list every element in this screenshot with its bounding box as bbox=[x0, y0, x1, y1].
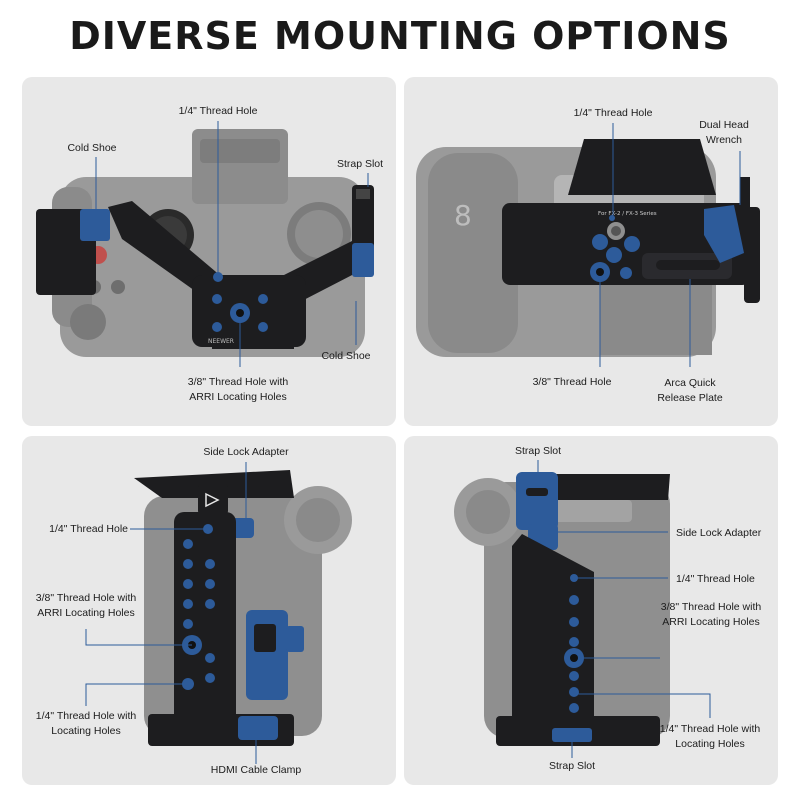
panel-right-side: Strap Slot Side Lock Adapter 1/4" Thread… bbox=[404, 436, 778, 785]
label-locating-holes-line1: 1/4" Thread Hole with bbox=[659, 723, 761, 735]
top-view-illustration: NEEWER bbox=[36, 121, 374, 367]
label-cold-shoe-left: Cold Shoe bbox=[67, 142, 117, 154]
label-38-thread-hole-line1: 3/8" Thread Hole with bbox=[660, 601, 762, 613]
brand-logo: NEEWER bbox=[208, 338, 234, 345]
label-side-lock-adapter: Side Lock Adapter bbox=[676, 527, 762, 539]
label-locating-holes-line1: 1/4" Thread Hole with bbox=[35, 710, 137, 722]
thread-hole-quarter-icon bbox=[609, 215, 615, 221]
camera-badge: 8 bbox=[454, 199, 472, 232]
cage-top-handle bbox=[568, 139, 716, 195]
left-side-illustration bbox=[85, 462, 352, 764]
label-cold-shoe-right: Cold Shoe bbox=[321, 350, 371, 362]
label-strap-slot-bottom: Strap Slot bbox=[548, 760, 596, 772]
strap-slot-top-icon bbox=[516, 472, 558, 530]
label-38-thread-hole-line1: 3/8" Thread Hole with bbox=[35, 592, 137, 604]
thread-holes-column bbox=[564, 574, 584, 713]
label-quarter-thread-hole: 1/4" Thread Hole bbox=[49, 523, 128, 535]
label-quarter-thread-hole: 1/4" Thread Hole bbox=[676, 573, 755, 585]
thread-hole-locating-icon bbox=[569, 703, 579, 713]
label-locating-holes-line2: Locating Holes bbox=[675, 738, 745, 750]
bottom-view-illustration: 8 For FX-2 / FX-3 Series bbox=[416, 123, 760, 367]
hdmi-cable-clamp-icon bbox=[246, 610, 288, 700]
label-38-thread-hole-line1: 3/8" Thread Hole with bbox=[187, 376, 289, 388]
right-side-illustration bbox=[454, 460, 711, 758]
label-dual-head-wrench-line2: Wrench bbox=[706, 134, 742, 146]
panel-bottom-view: 8 For FX-2 / FX-3 Series 1/4" Thread H bbox=[404, 77, 778, 426]
plate-engraving: For FX-2 / FX-3 Series bbox=[598, 211, 657, 217]
strap-slot-bottom-icon bbox=[552, 728, 592, 742]
cold-shoe-right-icon bbox=[352, 243, 374, 277]
label-quarter-thread-hole: 1/4" Thread Hole bbox=[573, 107, 653, 119]
page-title: DIVERSE MOUNTING OPTIONS bbox=[69, 14, 731, 58]
label-38-thread-hole: 3/8" Thread Hole bbox=[532, 376, 612, 388]
label-quarter-thread-hole: 1/4" Thread Hole bbox=[178, 105, 258, 117]
label-38-thread-hole-line2: ARRI Locating Holes bbox=[189, 391, 287, 403]
label-strap-slot-top: Strap Slot bbox=[514, 445, 562, 457]
label-strap-slot: Strap Slot bbox=[336, 158, 384, 170]
dual-head-wrench-icon bbox=[704, 205, 744, 263]
panel-top-view: NEEWER 1/4" Thread Hole Cold Shoe Strap … bbox=[22, 77, 396, 426]
label-arca-line2: Release Plate bbox=[657, 392, 723, 404]
label-38-thread-hole-line2: ARRI Locating Holes bbox=[37, 607, 135, 619]
label-38-thread-hole-line2: ARRI Locating Holes bbox=[662, 616, 760, 628]
cage-side-plate bbox=[174, 512, 236, 740]
label-dual-head-wrench-line1: Dual Head bbox=[699, 119, 749, 131]
cold-shoe-left-icon bbox=[80, 209, 110, 241]
panel-left-side: Side Lock Adapter 1/4" Thread Hole 3/8" … bbox=[22, 436, 396, 785]
cage-grip-plate bbox=[512, 534, 594, 736]
label-side-lock-adapter: Side Lock Adapter bbox=[203, 446, 289, 458]
cage-top-handle bbox=[538, 474, 670, 500]
label-hdmi-cable-clamp: HDMI Cable Clamp bbox=[210, 764, 302, 776]
label-arca-line1: Arca Quick bbox=[664, 377, 716, 389]
thread-hole-quarter-icon bbox=[213, 272, 223, 282]
label-locating-holes-line2: Locating Holes bbox=[51, 725, 121, 737]
